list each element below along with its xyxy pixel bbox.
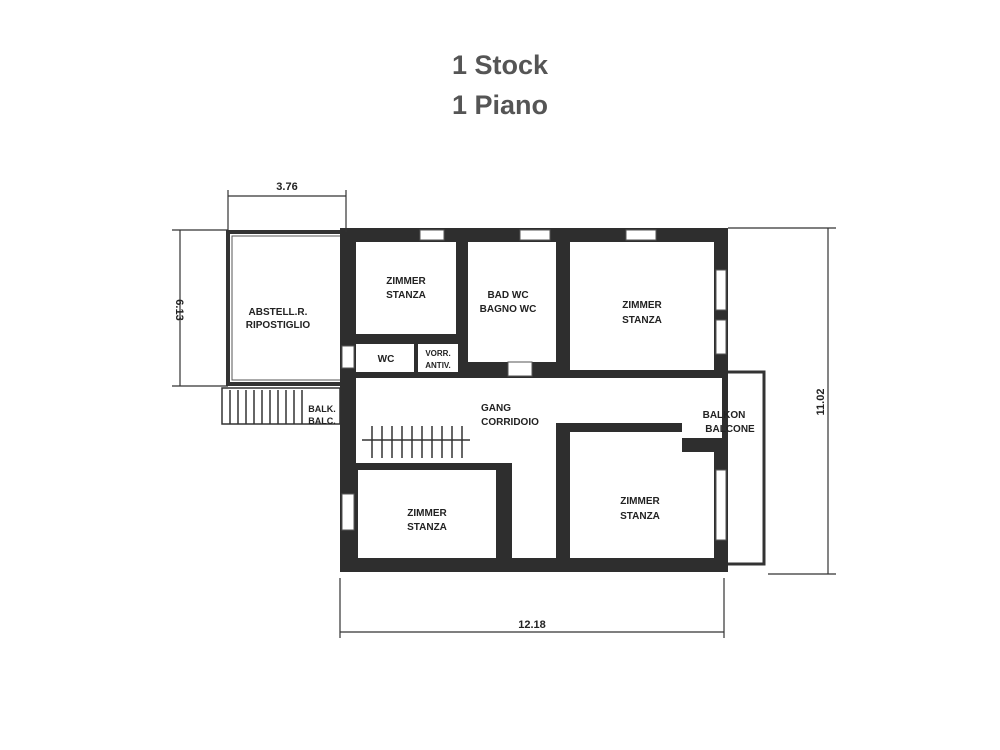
label-corridor-2: CORRIDOIO — [481, 417, 539, 428]
storage-annex — [226, 230, 348, 386]
label-vestibule-2: ANTIV. — [425, 361, 451, 370]
label-room-tr-2: STANZA — [622, 315, 662, 326]
label-storage-1: ABSTELL.R. — [249, 307, 308, 318]
label-balcony-left-2: BALC. — [308, 416, 336, 426]
main-building-walls — [340, 228, 728, 572]
dim-total-depth: 11.02 — [815, 389, 827, 416]
dim-annex-width: 3.76 — [276, 181, 297, 193]
label-room-bl-2: STANZA — [407, 522, 447, 533]
label-room-tl-2: STANZA — [386, 290, 426, 301]
title-german: 1 Stock — [451, 50, 549, 80]
dim-total-width: 12.18 — [518, 619, 546, 631]
label-balcony-left-1: BALK. — [308, 404, 336, 414]
label-vestibule-1: VORR. — [425, 349, 450, 358]
dim-annex-depth: 6.13 — [173, 299, 185, 320]
balcony-right-outline — [720, 370, 766, 566]
label-room-tr-1: ZIMMER — [622, 300, 662, 311]
label-room-bl-1: ZIMMER — [407, 508, 447, 519]
label-room-tl-1: ZIMMER — [386, 276, 426, 287]
label-balcony-right-2: BALCONE — [705, 424, 755, 435]
label-wc: WC — [378, 354, 395, 365]
label-balcony-right-1: BALKON — [703, 410, 746, 421]
label-corridor-1: GANG — [481, 403, 511, 414]
windows — [341, 229, 727, 541]
dim-line-total-depth — [728, 227, 836, 575]
label-room-br-2: STANZA — [620, 511, 660, 522]
dim-line-annex-width — [227, 190, 347, 232]
title-italian: 1 Piano — [451, 90, 549, 120]
label-storage-2: RIPOSTIGLIO — [246, 320, 311, 331]
label-bath-1: BAD WC — [487, 290, 528, 301]
label-room-br-1: ZIMMER — [620, 496, 660, 507]
dim-line-annex-depth — [172, 229, 228, 387]
dim-line-total-width — [339, 578, 725, 638]
staircase — [362, 426, 470, 458]
label-bath-2: BAGNO WC — [480, 304, 537, 315]
